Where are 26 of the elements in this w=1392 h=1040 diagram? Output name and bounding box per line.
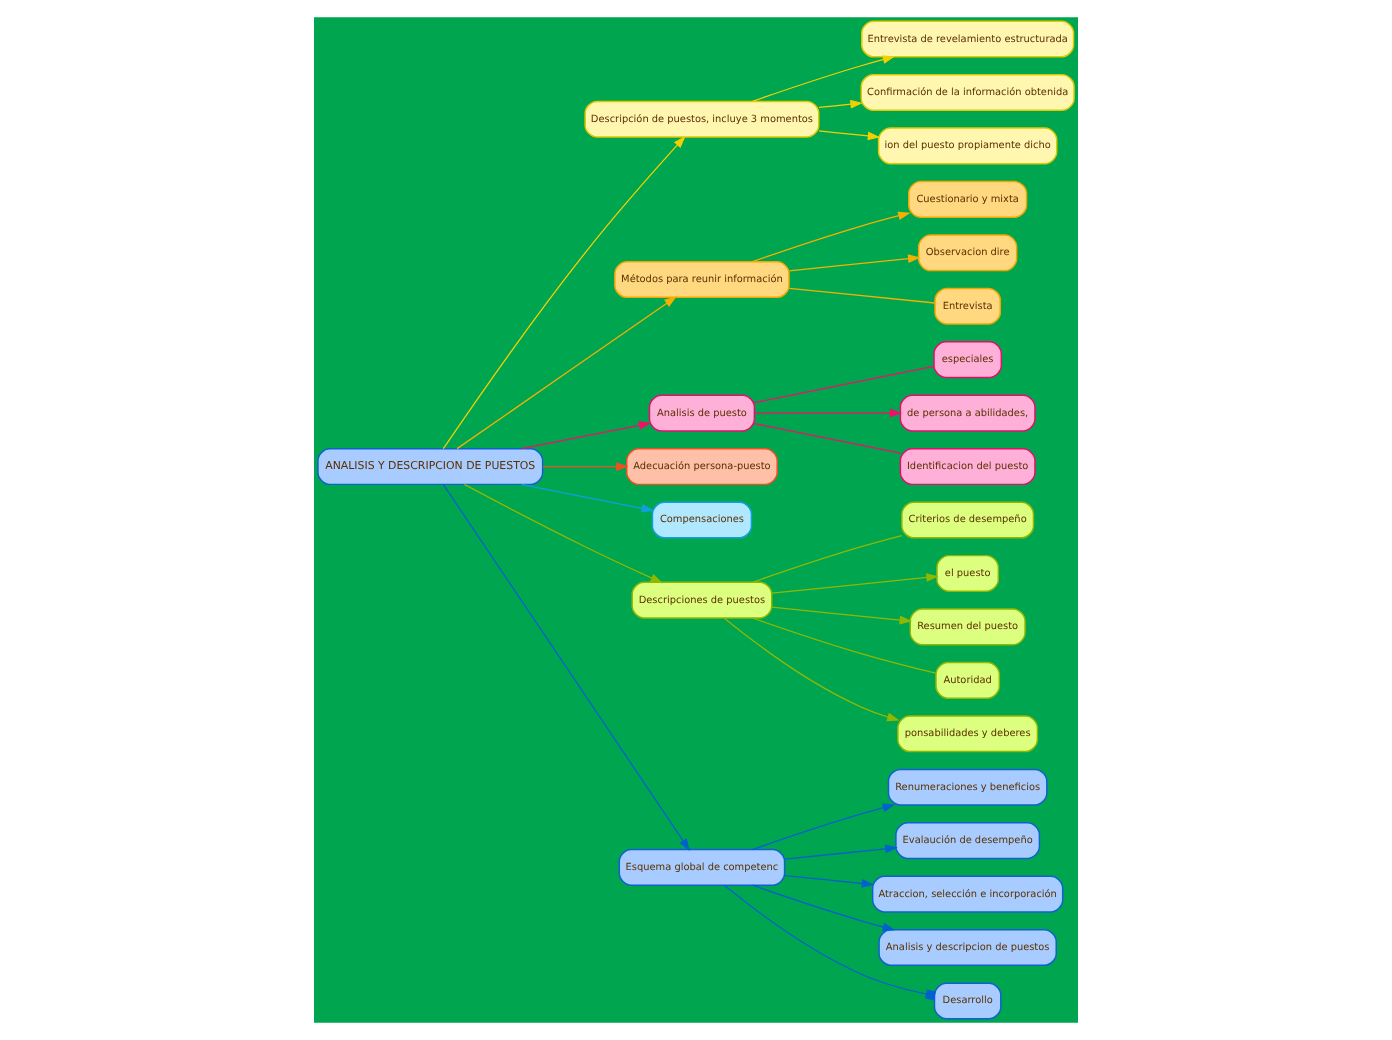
arrow bbox=[788, 254, 921, 272]
arrow bbox=[442, 135, 686, 450]
arrow bbox=[771, 606, 913, 625]
arrow bbox=[771, 573, 939, 594]
arrow bbox=[442, 483, 690, 852]
connector bbox=[753, 365, 935, 404]
arrow bbox=[456, 296, 677, 450]
arrow bbox=[751, 211, 911, 263]
arrow bbox=[751, 55, 896, 102]
arrow bbox=[751, 803, 896, 851]
arrow bbox=[818, 130, 881, 141]
arrow bbox=[520, 421, 652, 450]
connector bbox=[723, 884, 936, 1001]
arrow bbox=[818, 99, 863, 109]
arrow bbox=[463, 483, 663, 584]
arrow bbox=[784, 875, 875, 888]
arrow bbox=[542, 462, 629, 471]
connector bbox=[751, 617, 937, 674]
connector bbox=[753, 422, 901, 454]
connector bbox=[788, 287, 936, 304]
arrow bbox=[753, 408, 903, 418]
connector bbox=[751, 534, 903, 583]
arrow bbox=[520, 483, 655, 513]
arrow bbox=[723, 617, 900, 722]
arrow bbox=[784, 844, 898, 860]
arrow bbox=[751, 884, 896, 932]
